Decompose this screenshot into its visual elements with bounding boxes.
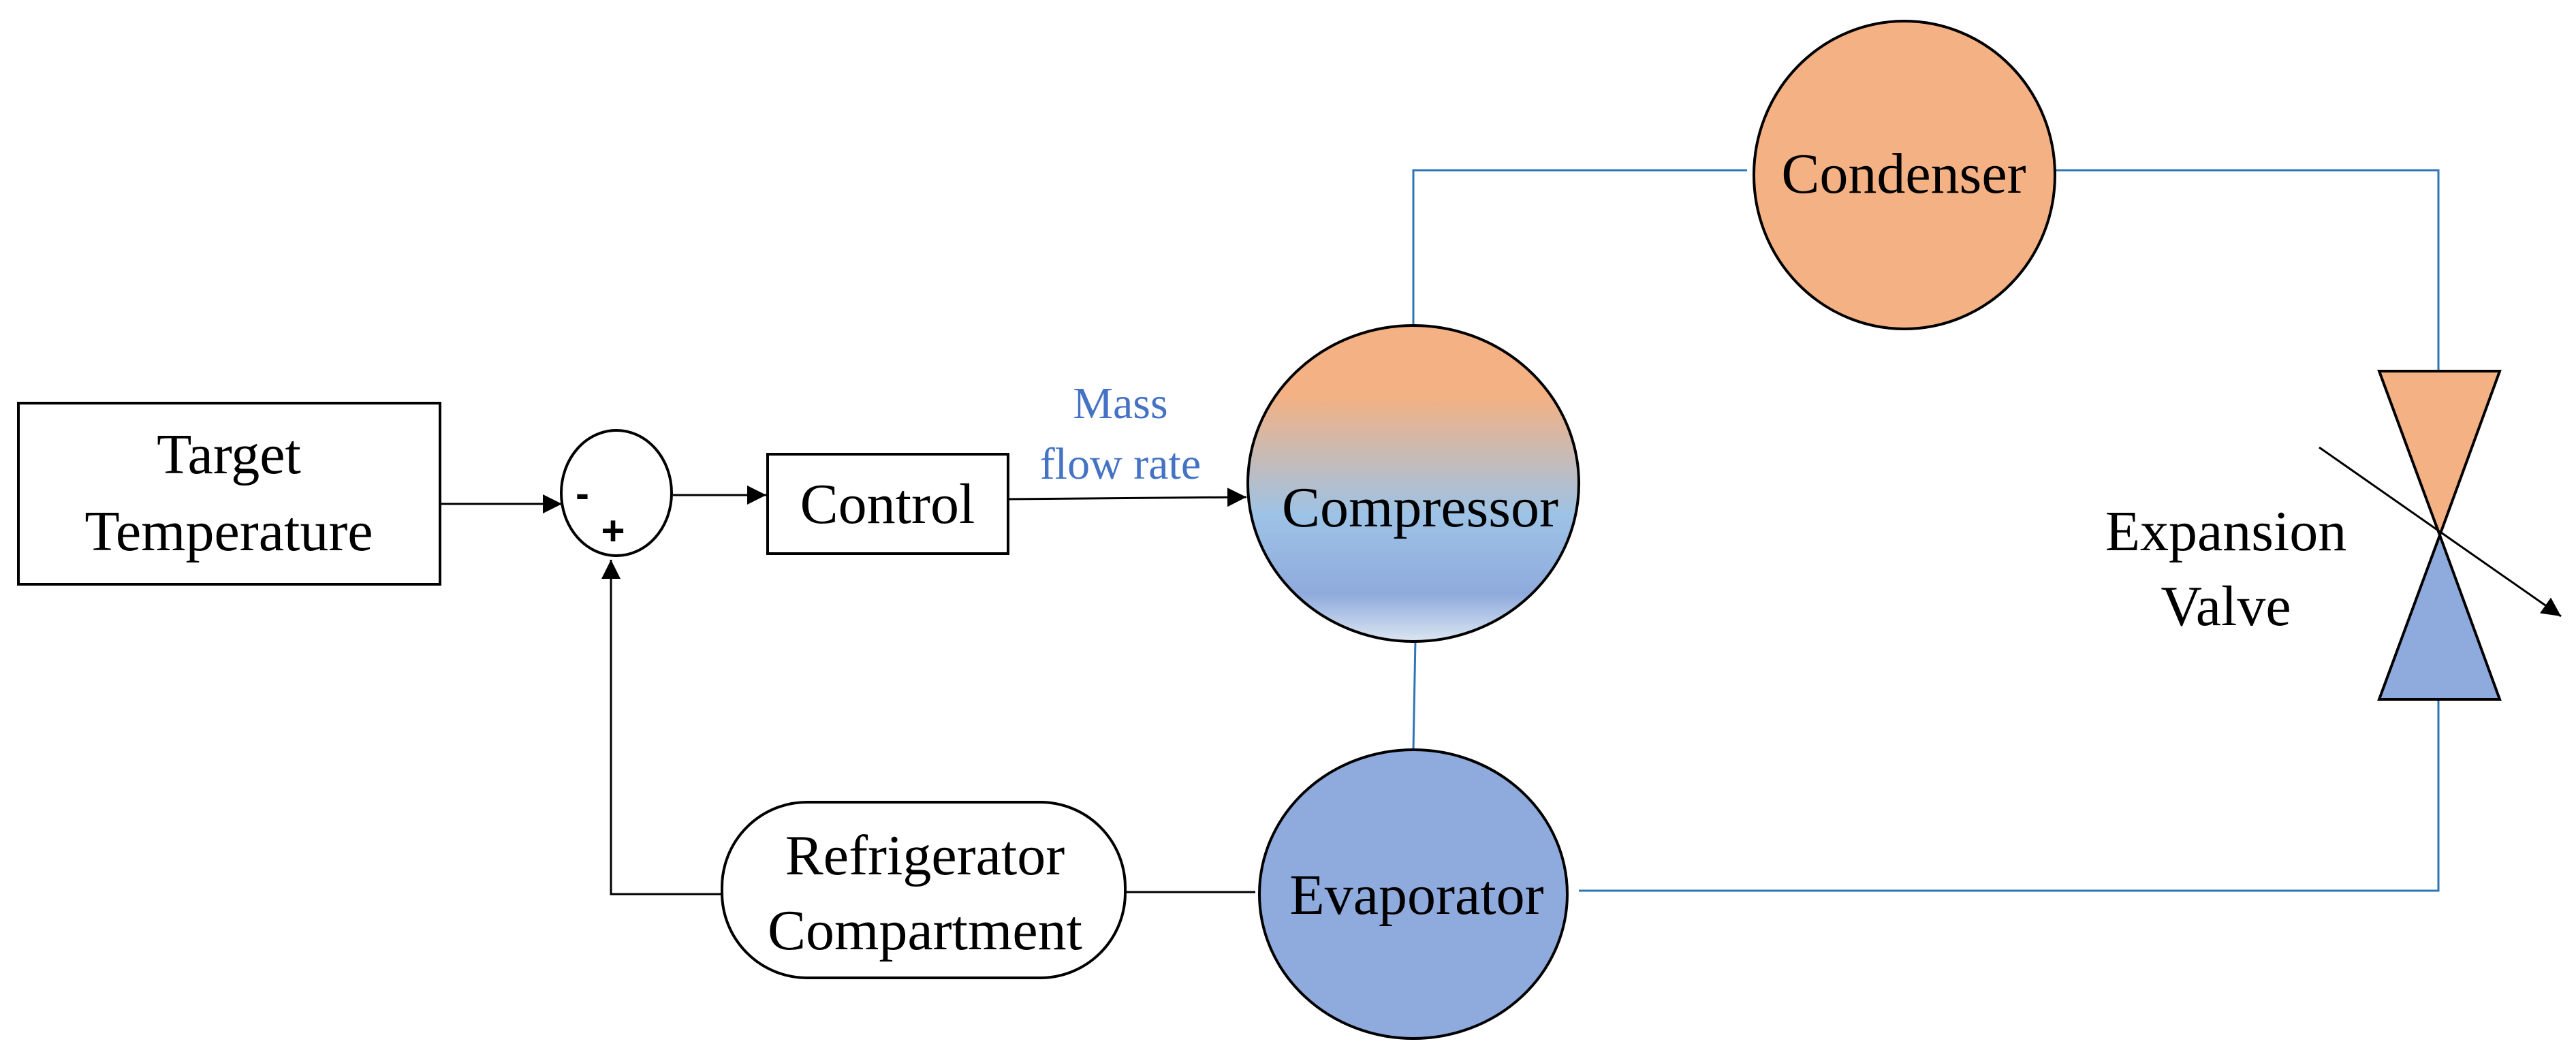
target-temperature-block: Target Temperature — [17, 402, 441, 586]
control-label: Control — [800, 473, 975, 536]
compressor: Compressor — [1246, 324, 1580, 643]
expansion-valve: Expansion Valve — [2105, 370, 2562, 701]
mass-flow-rate-line2: flow rate — [1040, 439, 1201, 489]
evaporator: Evaporator — [1258, 748, 1569, 1040]
compartment-label-line1: Refrigerator — [785, 824, 1065, 887]
refrigerator-compartment-block: Refrigerator Compartment — [721, 801, 1127, 979]
condenser: Condenser — [1753, 20, 2056, 330]
compartment-label-line2: Compartment — [768, 899, 1082, 962]
summing-junction: - + — [560, 429, 673, 557]
line-evaporator-to-compressor — [1412, 639, 1417, 751]
evaporator-label: Evaporator — [1289, 863, 1543, 927]
signal-lines — [440, 486, 1255, 895]
compressor-label: Compressor — [1282, 476, 1558, 539]
expansion-valve-label-line1: Expansion — [2105, 500, 2347, 563]
target-temperature-label-line1: Target — [157, 423, 301, 486]
condenser-label: Condenser — [1781, 142, 2026, 206]
line-compressor-to-condenser — [1412, 169, 1747, 325]
minus-sign: - — [576, 471, 589, 516]
plus-sign: + — [601, 508, 625, 554]
mass-flow-rate-label: Mass flow rate — [1040, 379, 1201, 489]
refrigerant-loop — [1412, 169, 2440, 892]
arrow-control-to-compressor — [1007, 488, 1247, 507]
feedback-path — [601, 560, 722, 895]
valve-upper-triangle — [2377, 370, 2502, 539]
expansion-valve-label-line2: Valve — [2161, 575, 2291, 638]
line-condenser-to-valve — [2054, 169, 2440, 371]
line-valve-to-evaporator — [1579, 699, 2440, 892]
mass-flow-rate-line1: Mass — [1073, 379, 1167, 428]
valve-adjust-arrow — [2319, 446, 2562, 618]
valve-lower-triangle — [2377, 531, 2502, 701]
target-temperature-label-line2: Temperature — [84, 500, 373, 563]
control-block: Control — [766, 453, 1009, 555]
